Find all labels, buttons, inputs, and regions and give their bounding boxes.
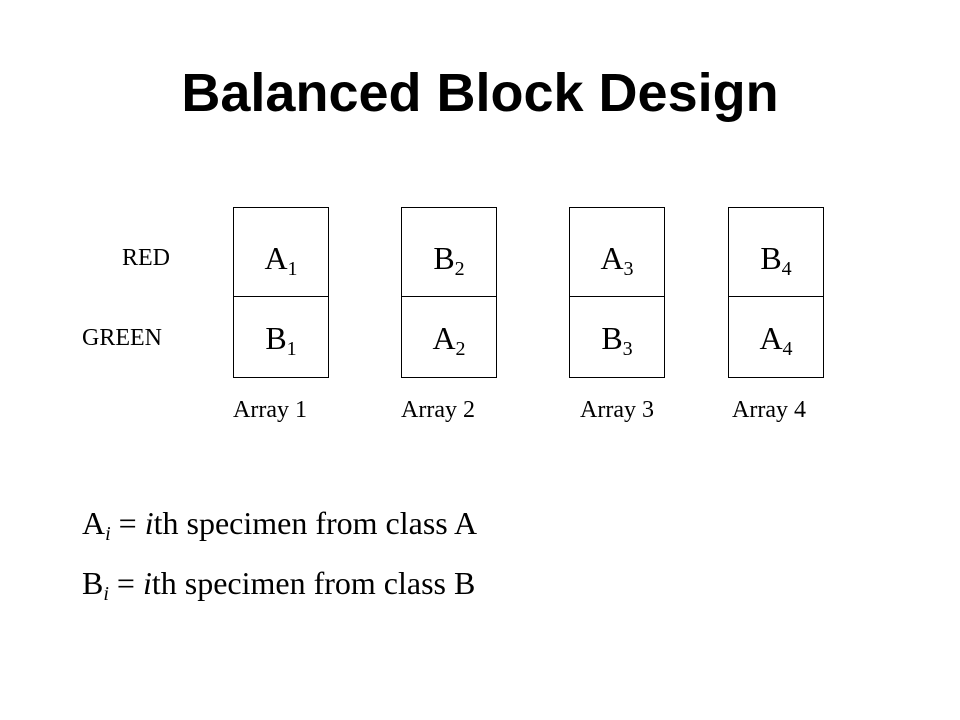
green-cell: B3 (570, 318, 664, 360)
green-cell: B1 (234, 318, 328, 360)
legend-equals: = (116, 565, 135, 601)
specimen-index: 3 (623, 258, 634, 280)
specimen-letter: B (760, 240, 782, 276)
array-1-block: A1 B1 (233, 207, 329, 378)
specimen-index: 2 (455, 338, 466, 360)
specimen-letter: B (265, 320, 287, 356)
array-1-caption: Array 1 (233, 397, 307, 423)
slide-title: Balanced Block Design (181, 63, 779, 123)
specimen-index: 4 (781, 258, 792, 280)
array-3-caption: Array 3 (580, 397, 654, 423)
specimen-letter: B (433, 240, 455, 276)
green-cell: A4 (729, 318, 823, 360)
legend-class-a: Ai = ith specimen from class A (82, 503, 477, 554)
array-4-caption: Array 4 (732, 397, 806, 423)
legend-index: i (105, 523, 111, 545)
block-divider (570, 296, 664, 297)
legend-index: i (103, 583, 109, 605)
block-divider (402, 296, 496, 297)
array-2-caption: Array 2 (401, 397, 475, 423)
red-cell: B2 (402, 238, 496, 280)
red-cell: A3 (570, 238, 664, 280)
specimen-index: 1 (286, 338, 297, 360)
specimen-index: 3 (622, 338, 633, 360)
legend-letter: B (82, 565, 104, 601)
red-cell: A1 (234, 238, 328, 280)
block-divider (234, 296, 328, 297)
specimen-letter: A (432, 320, 456, 356)
block-divider (729, 296, 823, 297)
array-2-block: B2 A2 (401, 207, 497, 378)
legend-description: th specimen from class B (151, 565, 476, 601)
red-cell: B4 (729, 238, 823, 280)
legend-equals: = (118, 505, 137, 541)
red-channel-label: RED (122, 245, 170, 271)
legend-ith: i (144, 505, 154, 541)
array-4-block: B4 A4 (728, 207, 824, 378)
green-channel-label: GREEN (82, 325, 162, 351)
legend-description: th specimen from class A (153, 505, 478, 541)
legend-ith: i (142, 565, 152, 601)
specimen-letter: A (600, 240, 624, 276)
legend-letter: A (82, 505, 106, 541)
specimen-letter: A (759, 320, 783, 356)
legend-class-b: Bi = ith specimen from class B (82, 563, 475, 614)
specimen-letter: B (601, 320, 623, 356)
array-3-block: A3 B3 (569, 207, 665, 378)
specimen-index: 4 (782, 338, 793, 360)
specimen-index: 1 (287, 258, 298, 280)
specimen-letter: A (264, 240, 288, 276)
specimen-index: 2 (454, 258, 465, 280)
green-cell: A2 (402, 318, 496, 360)
